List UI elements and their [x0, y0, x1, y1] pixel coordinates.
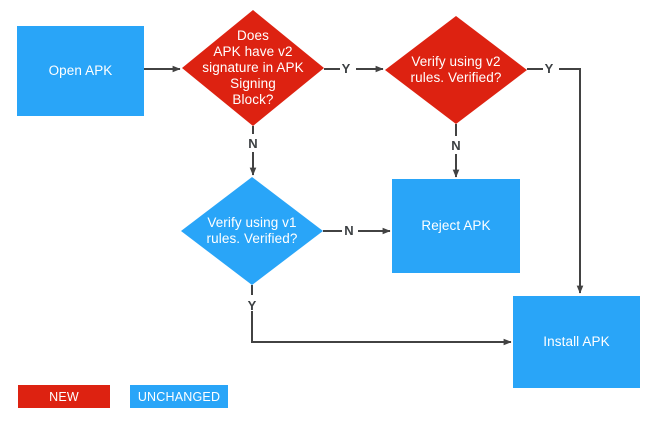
legend-swatch-unchanged: UNCHANGED — [130, 385, 228, 408]
edge-verify-v1-yes-to-install-apk — [251, 311, 512, 346]
node-verify-v2[interactable]: Verify using v2 rules. Verified? — [385, 16, 527, 124]
edge-label-has-v2-yes: Y — [341, 61, 351, 76]
edge-label-has-v2-no: N — [248, 136, 258, 151]
node-verify-v1-label: Verify using v1 rules. Verified? — [206, 215, 298, 246]
node-verify-v1[interactable]: Verify using v1 rules. Verified? — [181, 177, 323, 285]
edge-label-verify-v2-no: N — [451, 138, 461, 153]
edge-label-verify-v1-yes: Y — [247, 298, 257, 313]
legend-swatch-new: NEW — [18, 385, 110, 408]
edge-label-verify-v1-no: N — [344, 223, 354, 238]
node-open-apk[interactable]: Open APK — [17, 26, 144, 116]
edge-label-verify-v2-yes: Y — [544, 61, 554, 76]
diamond-shape — [385, 16, 527, 124]
node-install-apk-label: Install APK — [543, 334, 610, 349]
node-install-apk[interactable]: Install APK — [513, 296, 640, 388]
node-reject-apk[interactable]: Reject APK — [392, 179, 520, 273]
diamond-shape — [182, 10, 324, 126]
node-verify-v2-label: Verify using v2 rules. Verified? — [410, 54, 502, 85]
node-reject-apk-label: Reject APK — [421, 218, 491, 233]
edge-verify-v2-yes-to-install-apk — [559, 68, 584, 294]
node-open-apk-label: Open APK — [48, 63, 113, 78]
node-has-v2-signature[interactable]: Does APK have v2 signature in APK Signin… — [182, 10, 324, 126]
legend-label-new: NEW — [49, 389, 79, 404]
legend-label-unchanged: UNCHANGED — [137, 389, 221, 404]
node-has-v2-signature-label: Does APK have v2 signature in APK Signin… — [202, 28, 304, 107]
diamond-shape — [181, 177, 323, 285]
